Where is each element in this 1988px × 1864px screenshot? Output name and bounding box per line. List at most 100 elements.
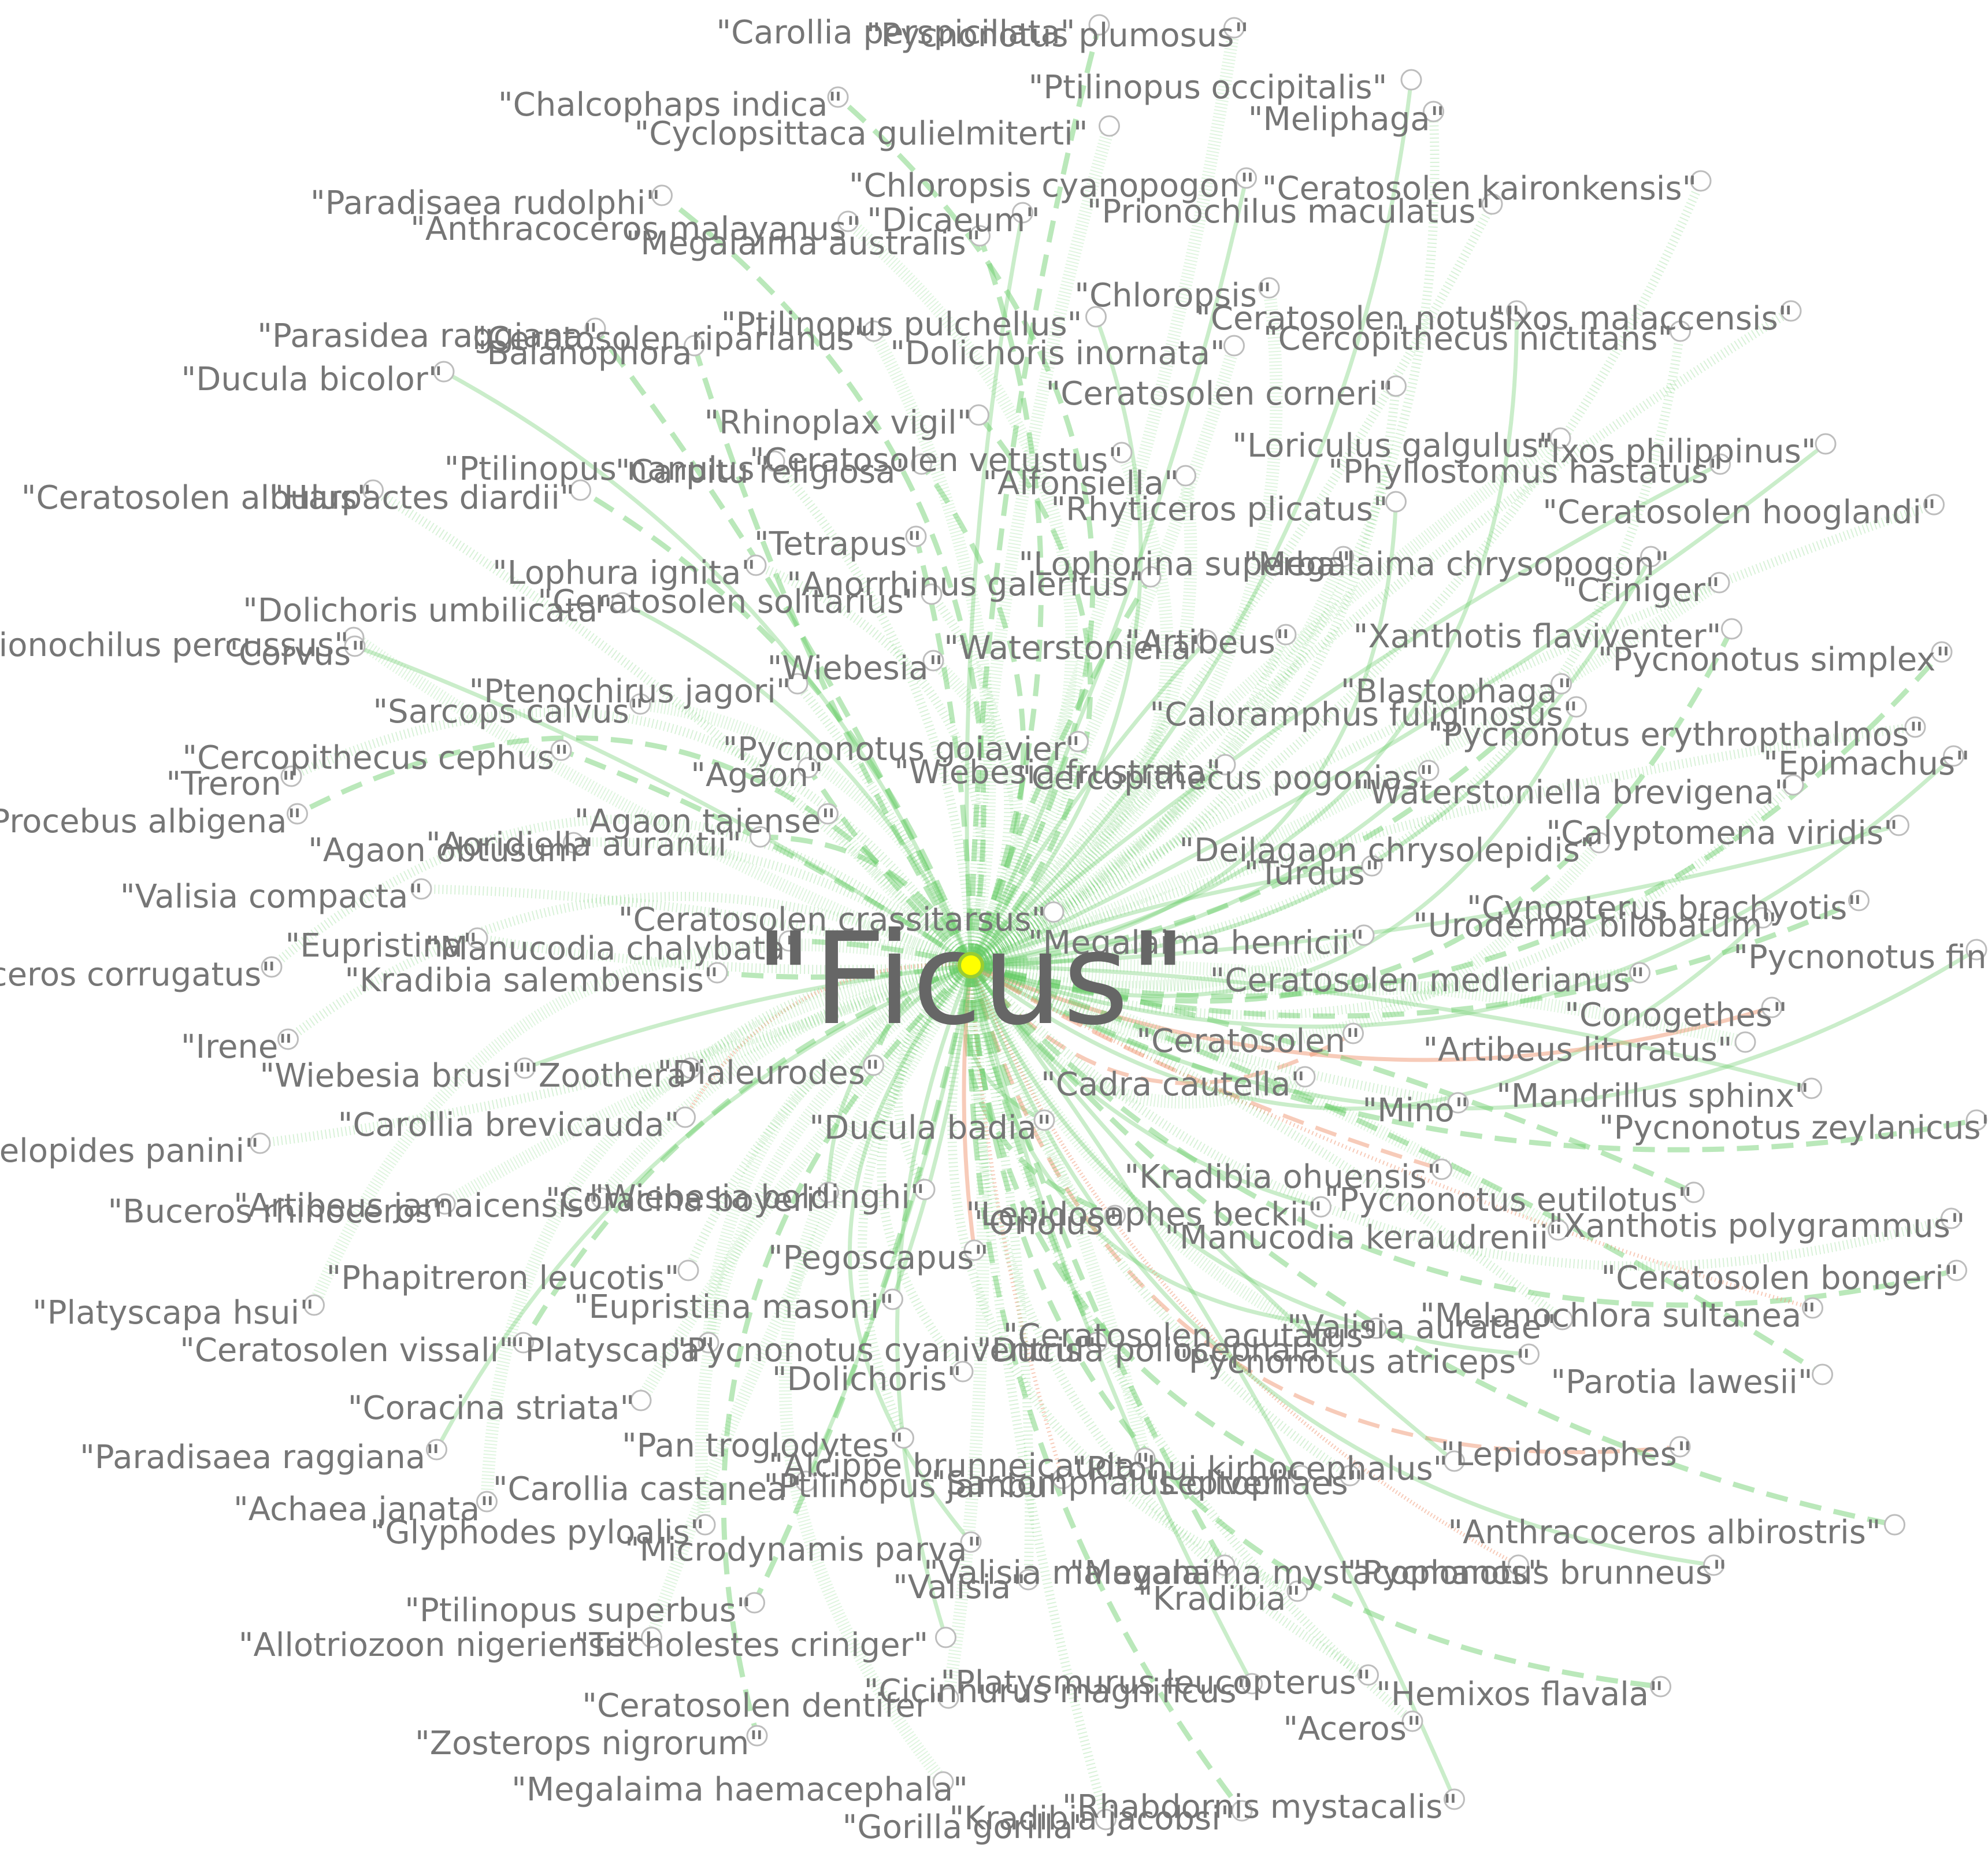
graph-node[interactable]: [763, 450, 785, 472]
graph-node[interactable]: [1294, 1066, 1316, 1088]
graph-node[interactable]: [1104, 1205, 1126, 1226]
graph-node[interactable]: [827, 86, 849, 108]
graph-node[interactable]: [1095, 1809, 1117, 1830]
graph-node[interactable]: [1709, 453, 1731, 475]
graph-node[interactable]: [1931, 641, 1953, 663]
graph-node[interactable]: [1275, 624, 1297, 646]
graph-node[interactable]: [1444, 1788, 1465, 1810]
graph-node[interactable]: [261, 956, 283, 978]
graph-node[interactable]: [1946, 1259, 1967, 1281]
graph-node[interactable]: [1241, 1673, 1263, 1695]
graph-node[interactable]: [641, 1626, 662, 1648]
graph-node[interactable]: [1258, 277, 1280, 299]
graph-node[interactable]: [1669, 1436, 1691, 1458]
graph-node[interactable]: [466, 927, 488, 949]
graph-node[interactable]: [303, 1294, 325, 1316]
graph-node[interactable]: [1703, 1554, 1724, 1576]
graph-node[interactable]: [932, 1771, 954, 1793]
graph-node[interactable]: [287, 803, 308, 825]
graph-node[interactable]: [863, 1054, 884, 1076]
graph-node[interactable]: [968, 404, 989, 426]
graph-node[interactable]: [1214, 1554, 1236, 1576]
graph-node[interactable]: [1752, 907, 1774, 929]
graph-node[interactable]: [677, 1259, 699, 1281]
graph-node[interactable]: [1941, 1207, 1962, 1229]
graph-node[interactable]: [1333, 546, 1354, 568]
graph-node[interactable]: [1067, 731, 1089, 753]
graph-node[interactable]: [1043, 901, 1065, 923]
graph-node[interactable]: [1231, 1800, 1253, 1822]
graph-node[interactable]: [706, 962, 728, 984]
graph-node[interactable]: [746, 1725, 768, 1747]
graph-node[interactable]: [778, 930, 800, 952]
graph-node[interactable]: [935, 1626, 956, 1648]
graph-node[interactable]: [1815, 433, 1837, 455]
graph-node[interactable]: [1848, 890, 1870, 911]
graph-node[interactable]: [1111, 442, 1133, 464]
graph-node[interactable]: [1175, 465, 1196, 487]
graph-node[interactable]: [863, 320, 885, 342]
graph-node[interactable]: [1322, 1332, 1343, 1354]
graph-node[interactable]: [1589, 832, 1610, 854]
graph-node[interactable]: [1506, 300, 1527, 322]
graph-node[interactable]: [1223, 17, 1245, 39]
graph-node[interactable]: [1290, 1465, 1312, 1487]
graph-node[interactable]: [798, 757, 819, 779]
graph-node[interactable]: [817, 803, 839, 825]
graph-node[interactable]: [893, 1427, 914, 1449]
graph-node[interactable]: [1801, 1077, 1822, 1099]
graph-node[interactable]: [570, 479, 591, 501]
graph-node[interactable]: [1761, 996, 1783, 1018]
graph-node[interactable]: [694, 1514, 716, 1536]
graph-node[interactable]: [1365, 1317, 1387, 1339]
graph-node[interactable]: [1196, 629, 1218, 651]
graph-node[interactable]: [1385, 375, 1407, 397]
graph-node[interactable]: [1361, 855, 1383, 877]
graph-node[interactable]: [837, 210, 859, 232]
graph-node[interactable]: [1640, 546, 1661, 568]
graph-node[interactable]: [1690, 170, 1712, 192]
graph-node[interactable]: [1385, 491, 1407, 513]
graph-node[interactable]: [1418, 759, 1440, 781]
graph-node[interactable]: [1401, 1710, 1423, 1732]
graph-node[interactable]: [1400, 69, 1422, 91]
graph-node[interactable]: [1802, 1297, 1823, 1319]
graph-node[interactable]: [629, 693, 651, 715]
graph-node[interactable]: [651, 184, 673, 206]
graph-node[interactable]: [680, 1057, 702, 1079]
graph-node[interactable]: [1683, 1181, 1705, 1203]
graph-node[interactable]: [1086, 1332, 1107, 1354]
graph-node[interactable]: [1904, 716, 1926, 738]
graph-node[interactable]: [611, 592, 633, 614]
graph-node[interactable]: [1342, 1022, 1364, 1044]
graph-node[interactable]: [1018, 1569, 1039, 1591]
graph-node[interactable]: [952, 1361, 974, 1383]
graph-node[interactable]: [1033, 1109, 1055, 1131]
graph-node[interactable]: [344, 635, 366, 657]
graph-node[interactable]: [1099, 115, 1120, 137]
graph-node[interactable]: [1223, 335, 1245, 357]
graph-node[interactable]: [1423, 101, 1444, 123]
graph-node[interactable]: [1888, 814, 1909, 836]
graph-node[interactable]: [1353, 924, 1375, 946]
graph-node[interactable]: [426, 1439, 447, 1461]
graph-node[interactable]: [584, 317, 606, 339]
graph-node[interactable]: [1549, 427, 1571, 449]
graph-node[interactable]: [1923, 494, 1945, 516]
graph-node[interactable]: [787, 673, 808, 695]
graph-node[interactable]: [513, 1332, 534, 1354]
graph-node[interactable]: [1358, 1664, 1379, 1686]
graph-node[interactable]: [563, 832, 584, 854]
hub-node[interactable]: [958, 952, 984, 979]
graph-node[interactable]: [362, 479, 384, 501]
graph-node[interactable]: [745, 554, 767, 576]
graph-node[interactable]: [1708, 572, 1730, 594]
graph-node[interactable]: [1431, 1158, 1452, 1180]
graph-node[interactable]: [1236, 167, 1257, 189]
hub-node-group[interactable]: "Ficus": [754, 905, 1187, 1053]
graph-node[interactable]: [1650, 1676, 1671, 1698]
graph-node[interactable]: [1310, 1196, 1331, 1218]
graph-node[interactable]: [1447, 1092, 1469, 1114]
graph-node[interactable]: [1339, 1465, 1361, 1487]
graph-node[interactable]: [514, 1057, 536, 1079]
